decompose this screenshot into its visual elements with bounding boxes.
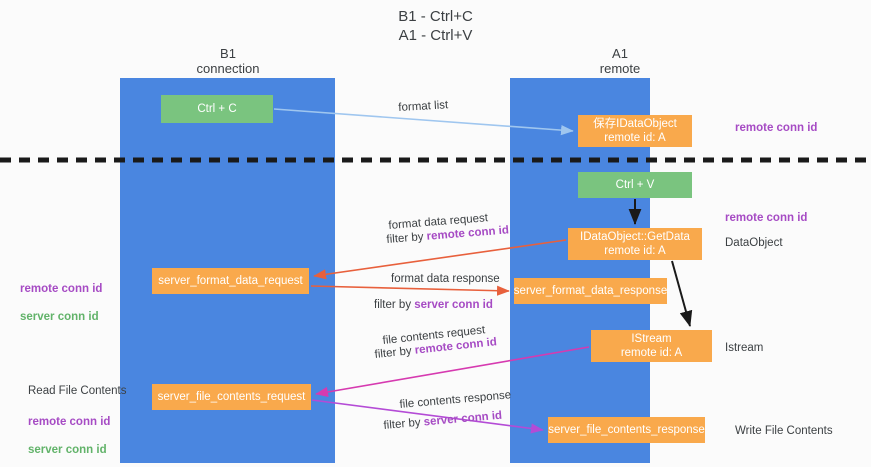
node-save-idataobject[interactable]: 保存IDataObject remote id: A xyxy=(578,115,692,147)
annotation-left-conn-ids-1: remote conn id server conn id xyxy=(20,268,102,324)
node-ctrl-v[interactable]: Ctrl + V xyxy=(578,172,692,198)
column-header-b1: B1 connection xyxy=(196,46,260,76)
annotation-istream: Istream xyxy=(725,342,764,354)
filter-prefix: filter by xyxy=(374,344,416,361)
page-title: B1 - Ctrl+C A1 - Ctrl+V xyxy=(398,8,473,44)
node-server-file-contents-response[interactable]: server_file_contents_response xyxy=(548,417,705,443)
annotation-dataobject: DataObject xyxy=(725,237,783,249)
edge-label-format-data-response: format data response xyxy=(391,273,500,285)
annotation-left-remote-conn-id-1: remote conn id xyxy=(20,283,103,295)
edge-label-format-data-response-filter: filter by server conn id xyxy=(374,298,493,313)
annotation-remote-conn-id-mid: remote conn id xyxy=(725,212,808,224)
filter-prefix: filter by xyxy=(374,299,415,311)
filter-prefix: filter by xyxy=(386,230,428,246)
node-ctrl-c[interactable]: Ctrl + C xyxy=(161,95,273,123)
annotation-write-file-contents: Write File Contents xyxy=(735,425,833,437)
annotation-remote-conn-id-top: remote conn id xyxy=(735,122,818,134)
annotation-left-server-conn-id-1: server conn id xyxy=(20,311,99,323)
annotation-left-server-conn-id-2: server conn id xyxy=(28,444,107,456)
node-istream[interactable]: IStream remote id: A xyxy=(591,330,712,362)
annotation-read-file-contents: Read File Contents xyxy=(28,385,127,397)
node-server-format-data-response[interactable]: server_format_data_response xyxy=(514,278,667,304)
annotation-left-conn-ids-2: remote conn id server conn id xyxy=(28,401,110,457)
filter-key-server-conn-id: server conn id xyxy=(414,299,493,311)
filter-prefix: filter by xyxy=(383,416,425,432)
edge-label-format-list: format list xyxy=(398,99,449,114)
node-server-file-contents-request[interactable]: server_file_contents_request xyxy=(152,384,311,410)
node-server-format-data-request[interactable]: server_format_data_request xyxy=(152,268,309,294)
filter-key-server-conn-id: server conn id xyxy=(423,409,503,429)
node-idataobject-getdata[interactable]: IDataObject::GetData remote id: A xyxy=(568,228,702,260)
edge-getdata-to-istream xyxy=(671,260,693,327)
column-header-a1: A1 remote xyxy=(599,46,641,76)
annotation-left-remote-conn-id-2: remote conn id xyxy=(28,416,111,428)
